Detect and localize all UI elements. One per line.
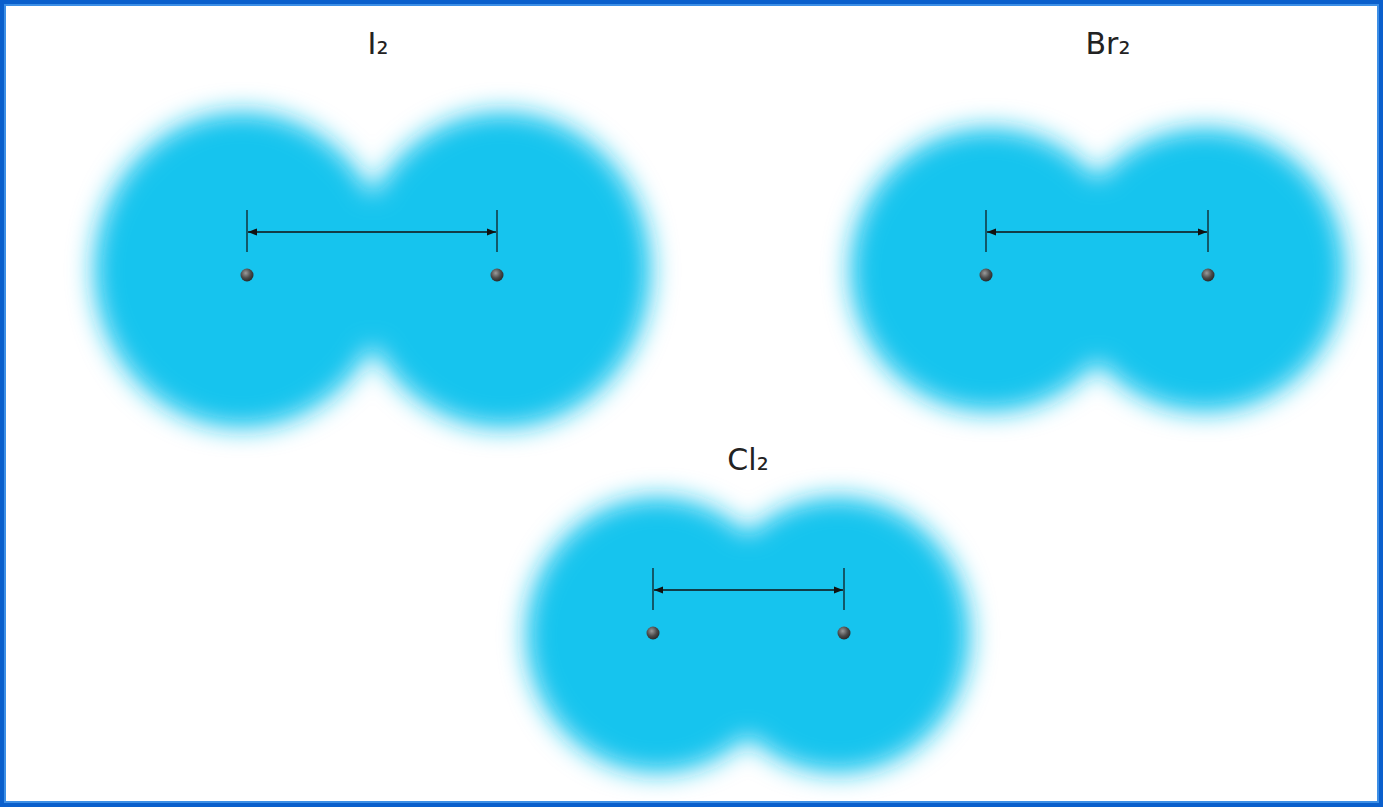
- molecule-label: I₂: [368, 26, 389, 62]
- molecule-cloud: I₂: [70, 20, 680, 460]
- cloud-lobe: [706, 497, 970, 773]
- frame: I₂ Br₂ Cl₂: [6, 6, 1377, 801]
- molecule-cloud: Cl₂: [495, 440, 1000, 800]
- cloud-lobe: [355, 112, 651, 428]
- cloud-lobe: [94, 112, 390, 428]
- electron-cloud: [820, 20, 1370, 440]
- molecule-label: Cl₂: [727, 442, 768, 478]
- electron-cloud: [495, 440, 1000, 800]
- electron-cloud: [70, 20, 680, 460]
- cloud-lobe: [1065, 128, 1345, 412]
- molecule-cloud: Br₂: [820, 20, 1370, 440]
- molecule-label: Br₂: [1086, 26, 1131, 62]
